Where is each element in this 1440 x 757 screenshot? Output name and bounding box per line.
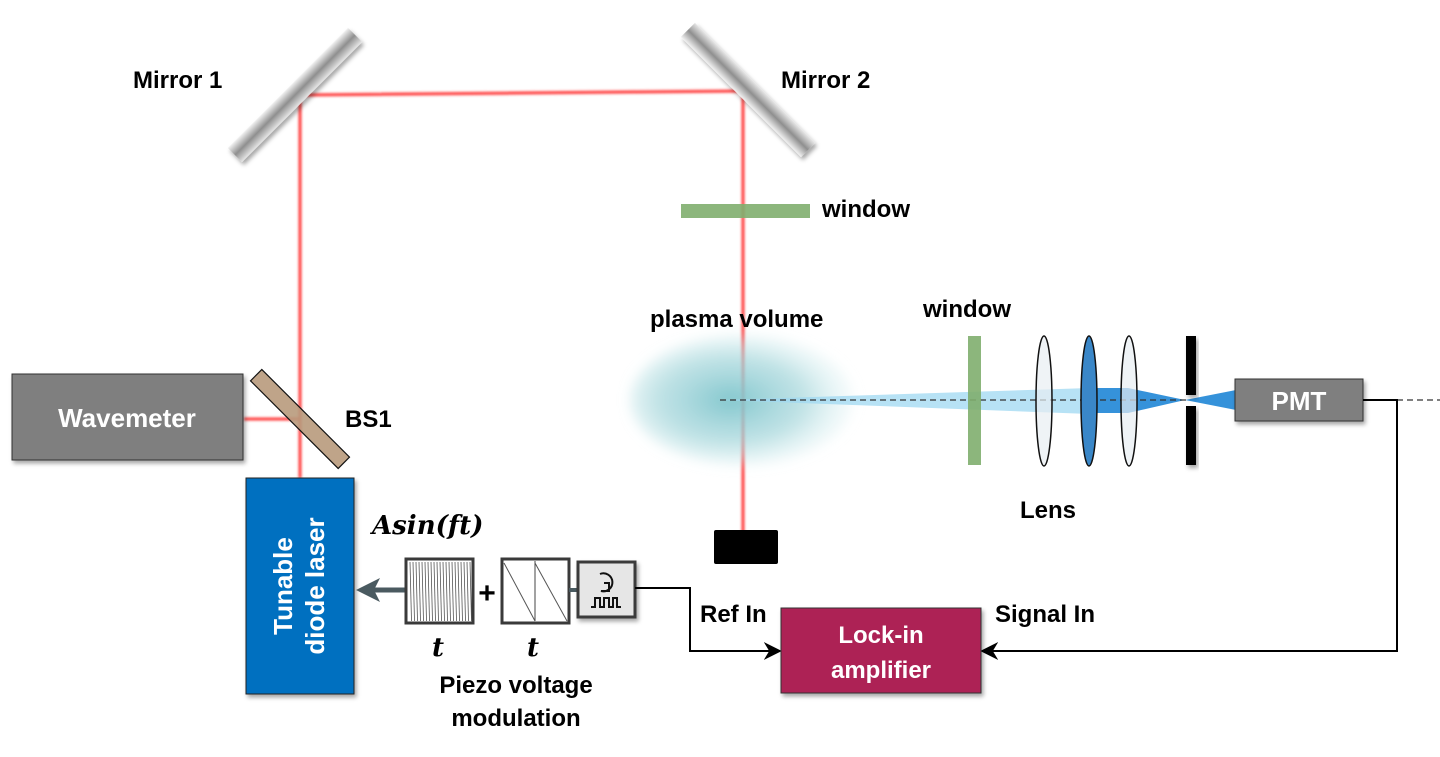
pinhole-aperture bbox=[1186, 336, 1196, 465]
piezo-label-line2: modulation bbox=[451, 705, 580, 732]
sine-wave-stroke bbox=[463, 561, 466, 622]
window-top bbox=[681, 204, 810, 218]
signal-in-label: Signal In bbox=[995, 601, 1095, 628]
sine-wave-stroke bbox=[415, 561, 418, 622]
sine-wave-stroke bbox=[451, 561, 454, 622]
sine-formula-label: Asin(ft) bbox=[369, 511, 483, 541]
sine-wave-stroke bbox=[430, 561, 433, 622]
pmt bbox=[1234, 378, 1364, 422]
lockin-label-line1: Lock-in bbox=[838, 622, 923, 649]
sine-wave-stroke bbox=[421, 561, 424, 622]
mirror-1 bbox=[227, 27, 363, 163]
sine-wave-stroke bbox=[457, 561, 460, 622]
mirror-2-label: Mirror 2 bbox=[781, 67, 870, 94]
laser-label-line1: Tunable bbox=[268, 537, 298, 635]
sine-wave-stroke bbox=[424, 561, 427, 622]
tunable-diode-laser bbox=[245, 477, 355, 695]
window-right-label: window bbox=[922, 296, 1011, 323]
sine-wave-stroke bbox=[448, 561, 451, 622]
lens-label: Lens bbox=[1020, 497, 1076, 524]
sine-wave-stroke bbox=[439, 561, 442, 622]
signal-in-wire bbox=[980, 399, 1398, 660]
sine-wave-stroke bbox=[433, 561, 436, 622]
modulation-arrow-head-icon bbox=[356, 578, 380, 602]
piezo-label-line1: Piezo voltage bbox=[439, 672, 592, 699]
sine-wave-stroke bbox=[436, 561, 439, 622]
lock-in-amplifier bbox=[780, 607, 982, 694]
window-right bbox=[968, 336, 981, 465]
wavemeter bbox=[11, 373, 244, 461]
sine-wave-stroke bbox=[442, 561, 445, 622]
ref-in-wire bbox=[635, 587, 782, 660]
lens-3 bbox=[1120, 335, 1138, 467]
sine-wave-stroke bbox=[460, 561, 463, 622]
plus-sign: + bbox=[478, 577, 496, 610]
sine-wave-stroke bbox=[418, 561, 421, 622]
pmt-label: PMT bbox=[1272, 386, 1327, 416]
sine-wave-stroke bbox=[412, 561, 415, 622]
sine-wave-stroke bbox=[427, 561, 430, 622]
wavemeter-label: Wavemeter bbox=[58, 403, 196, 433]
bs1-label: BS1 bbox=[345, 406, 392, 433]
time-axis-label-2: t bbox=[527, 633, 539, 663]
sine-wave-stroke bbox=[445, 561, 448, 622]
lens-1 bbox=[1035, 335, 1053, 467]
laser-label-line2: diode laser bbox=[300, 517, 330, 654]
lens-2-focusing bbox=[1080, 335, 1098, 467]
time-axis-label-1: t bbox=[432, 633, 444, 663]
laser-beam-main bbox=[298, 89, 745, 536]
focused-light-to-pmt bbox=[1185, 390, 1236, 410]
sine-waveform-box bbox=[404, 557, 475, 625]
beam-dump bbox=[714, 530, 778, 564]
sine-wave-stroke bbox=[454, 561, 457, 622]
beam-splitter-bs1 bbox=[249, 368, 351, 470]
sine-wave-stroke bbox=[466, 561, 469, 622]
mirror-1-label: Mirror 1 bbox=[133, 67, 222, 94]
plasma-volume-label: plasma volume bbox=[650, 306, 823, 333]
lockin-label-line2: amplifier bbox=[831, 657, 931, 684]
mirror-2 bbox=[680, 22, 816, 158]
sine-wave-stroke bbox=[409, 561, 412, 622]
collected-light-cone bbox=[720, 388, 1090, 414]
window-top-label: window bbox=[821, 196, 910, 223]
sine-wave-stroke bbox=[469, 561, 472, 622]
ref-in-label: Ref In bbox=[700, 601, 767, 628]
function-generator-icon bbox=[591, 572, 621, 608]
function-generator bbox=[576, 560, 637, 619]
sawtooth-waveform-box bbox=[500, 557, 571, 625]
